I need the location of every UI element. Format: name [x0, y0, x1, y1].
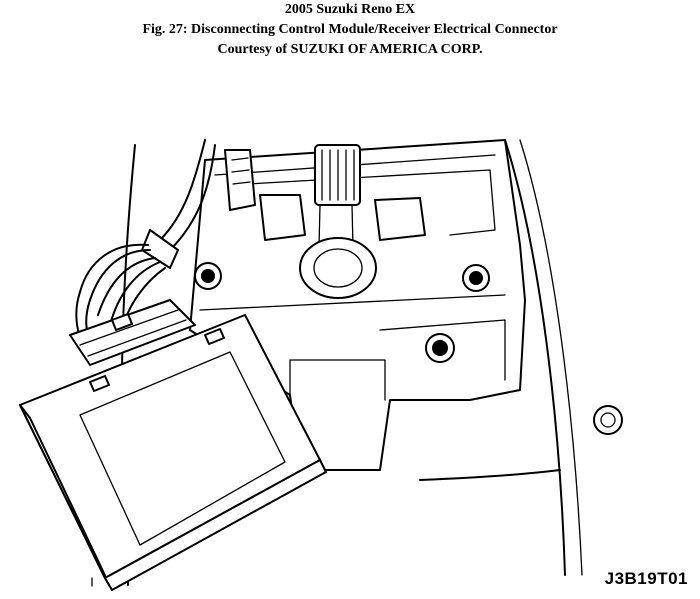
right-trim-edge: [504, 139, 566, 576]
grommet-right: [593, 405, 623, 435]
centre-boss: [299, 237, 377, 299]
bolt-lower: [425, 333, 455, 363]
figure-code: J3B19T01: [604, 569, 688, 588]
control-module: [19, 314, 327, 591]
electrical-connector: [69, 299, 196, 366]
bolt-left: [194, 262, 222, 290]
courtesy-line: Courtesy of SUZUKI OF AMERICA CORP.: [217, 42, 483, 57]
figure-caption: Fig. 27: Disconnecting Control Module/Re…: [142, 22, 558, 37]
figure-header: 2005 Suzuki Reno EX Fig. 27: Disconnecti…: [0, 0, 700, 60]
wiring-harness: [75, 139, 216, 343]
bolt-right: [462, 264, 490, 292]
vehicle-title: 2005 Suzuki Reno EX: [284, 2, 416, 17]
